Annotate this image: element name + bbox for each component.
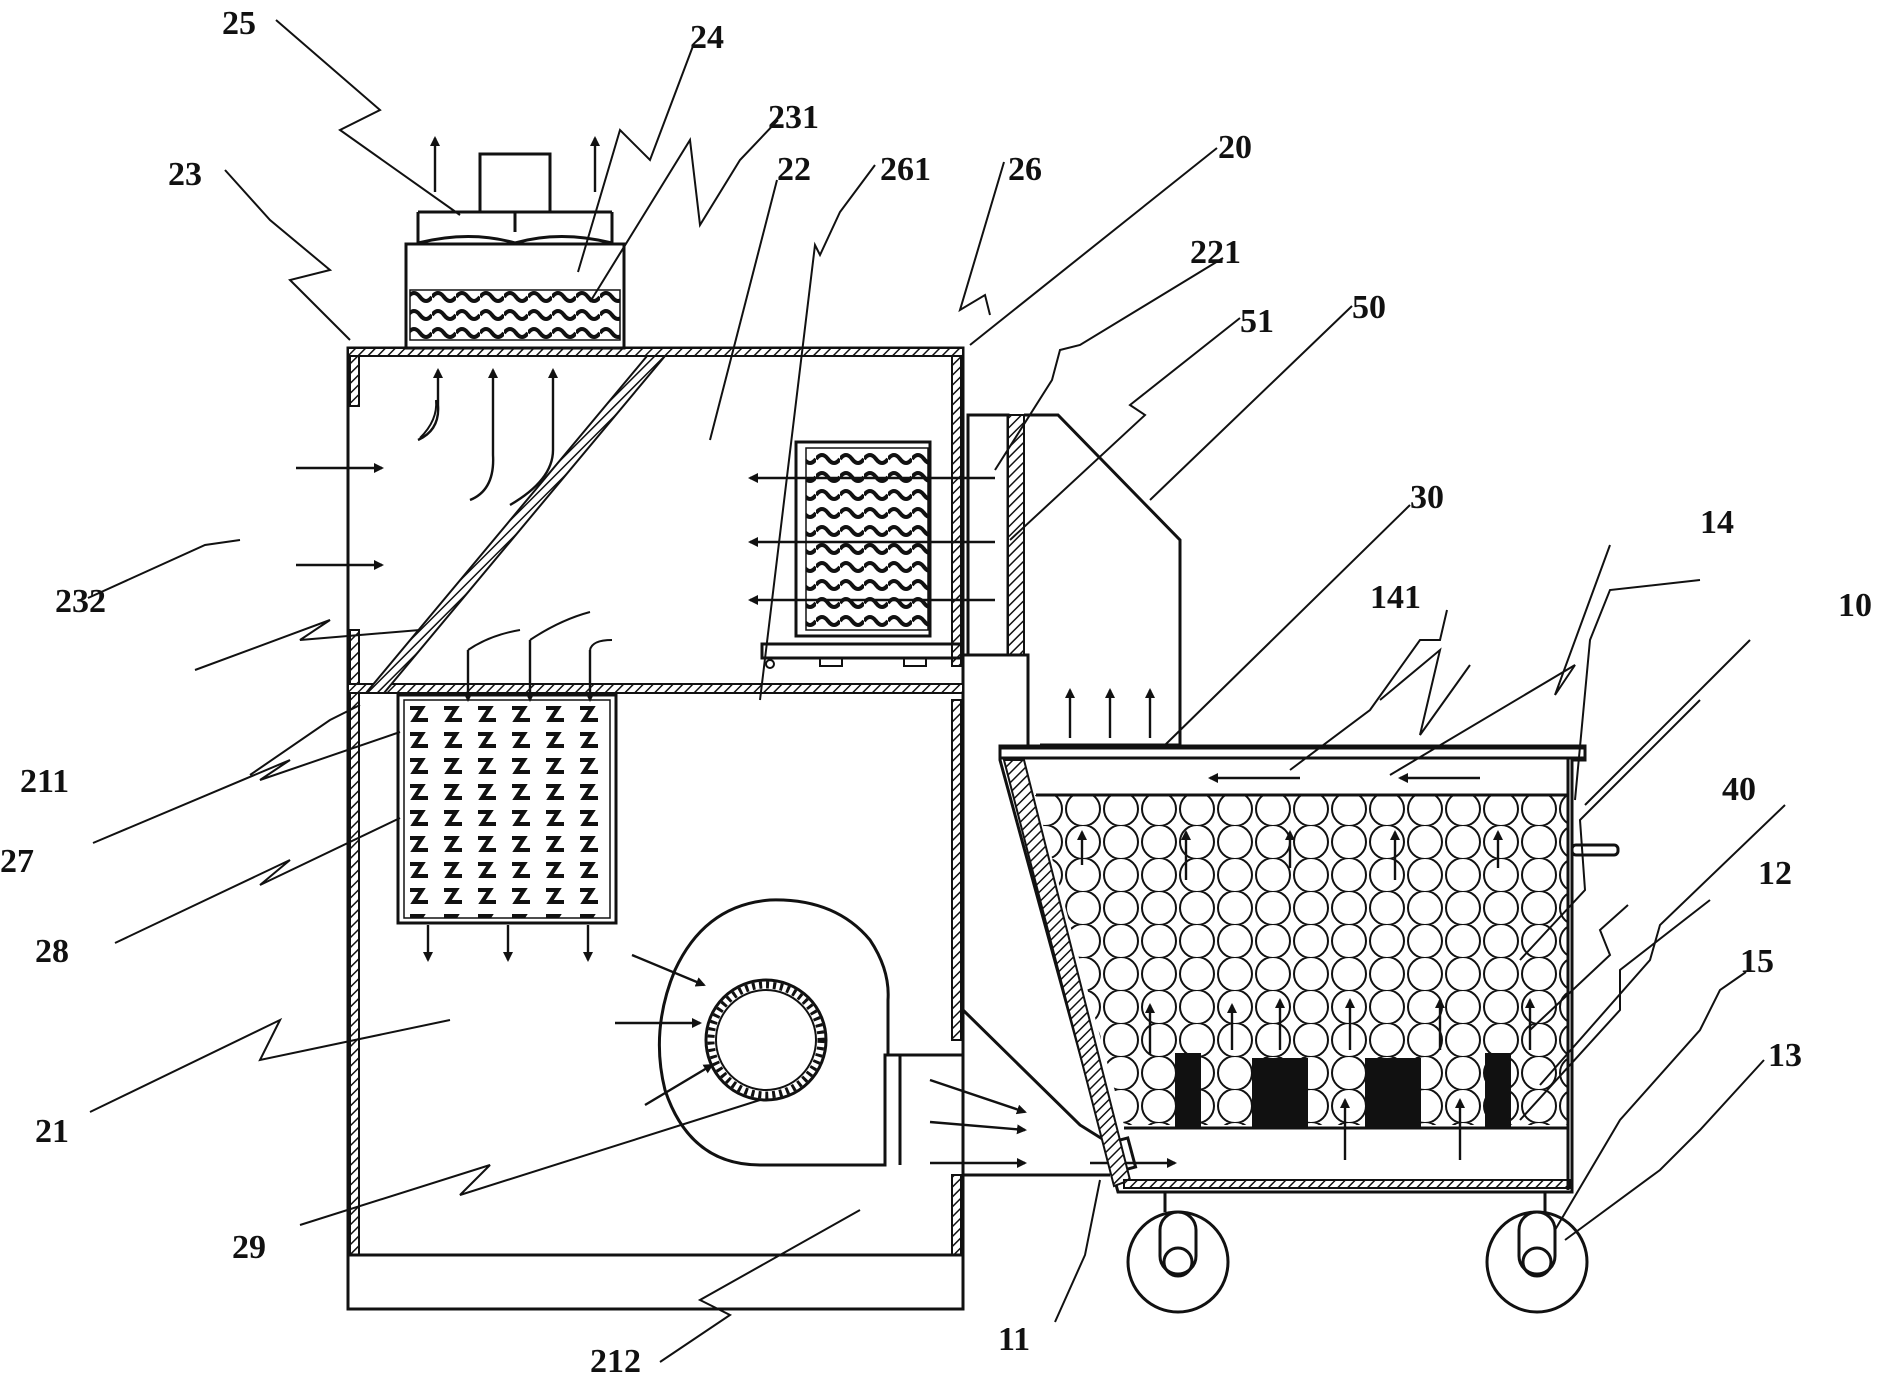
label-30: 30 — [1410, 479, 1444, 516]
top-fan-unit — [404, 136, 626, 350]
label-221: 221 — [1190, 234, 1241, 271]
label-23: 23 — [168, 156, 202, 193]
label-51: 51 — [1240, 303, 1274, 340]
label-22: 22 — [777, 151, 811, 188]
label-212: 212 — [590, 1343, 641, 1378]
label-27: 27 — [0, 843, 34, 880]
leader-lines — [87, 19, 1786, 1363]
bin-10 — [998, 744, 1620, 1194]
label-25: 25 — [222, 5, 256, 42]
label-211: 211 — [20, 763, 69, 800]
label-26: 26 — [1008, 151, 1042, 188]
duct-to-bin — [929, 1008, 1177, 1177]
main-cabinet — [346, 346, 965, 1311]
filter-block-27-28 — [396, 611, 618, 962]
label-50: 50 — [1352, 289, 1386, 326]
label-10: 10 — [1838, 587, 1872, 624]
label-40: 40 — [1722, 771, 1756, 808]
wheels-13 — [1126, 1192, 1589, 1314]
label-141: 141 — [1370, 579, 1421, 616]
label-13: 13 — [1768, 1037, 1802, 1074]
label-28: 28 — [35, 933, 69, 970]
label-15: 15 — [1740, 943, 1774, 980]
exhaust-duct-50 — [963, 413, 1182, 747]
label-11: 11 — [998, 1321, 1030, 1358]
label-261: 261 — [880, 151, 931, 188]
label-231: 231 — [768, 99, 819, 136]
label-14: 14 — [1700, 504, 1734, 541]
upper-airflow-arrows — [296, 368, 558, 570]
blower-29 — [615, 898, 963, 1167]
label-12: 12 — [1758, 855, 1792, 892]
label-21: 21 — [35, 1113, 69, 1150]
label-20: 20 — [1218, 129, 1252, 166]
label-29: 29 — [232, 1229, 266, 1266]
heat-exchanger-26 — [748, 440, 995, 669]
label-232: 232 — [55, 583, 106, 620]
part-labels: 25 24 231 23 22 261 26 20 221 51 50 30 1… — [0, 5, 1872, 1378]
label-24: 24 — [690, 19, 724, 56]
